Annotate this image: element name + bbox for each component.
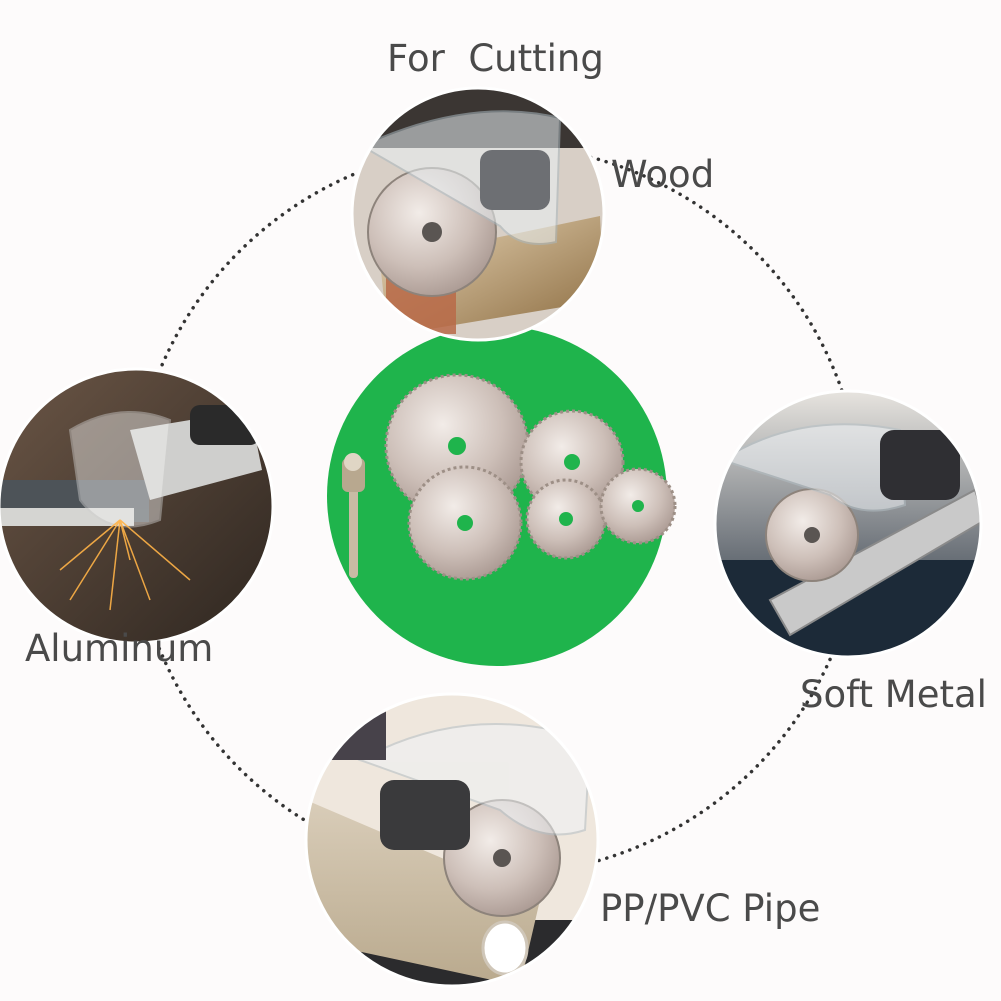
label-pvc-pipe: PP/PVC Pipe: [600, 887, 821, 930]
header-title: For Cutting: [387, 37, 604, 80]
label-aluminum: Aluminum: [25, 627, 214, 670]
pvc-pipe-cutting-photo: [304, 692, 600, 988]
wood-cutting-photo: [350, 86, 606, 342]
label-soft-metal: Soft Metal: [800, 673, 987, 716]
product-image: [327, 326, 677, 666]
soft-metal-cutting-photo: [713, 389, 983, 659]
label-wood: Wood: [611, 153, 715, 196]
aluminum-cutting-photo: [0, 367, 275, 645]
